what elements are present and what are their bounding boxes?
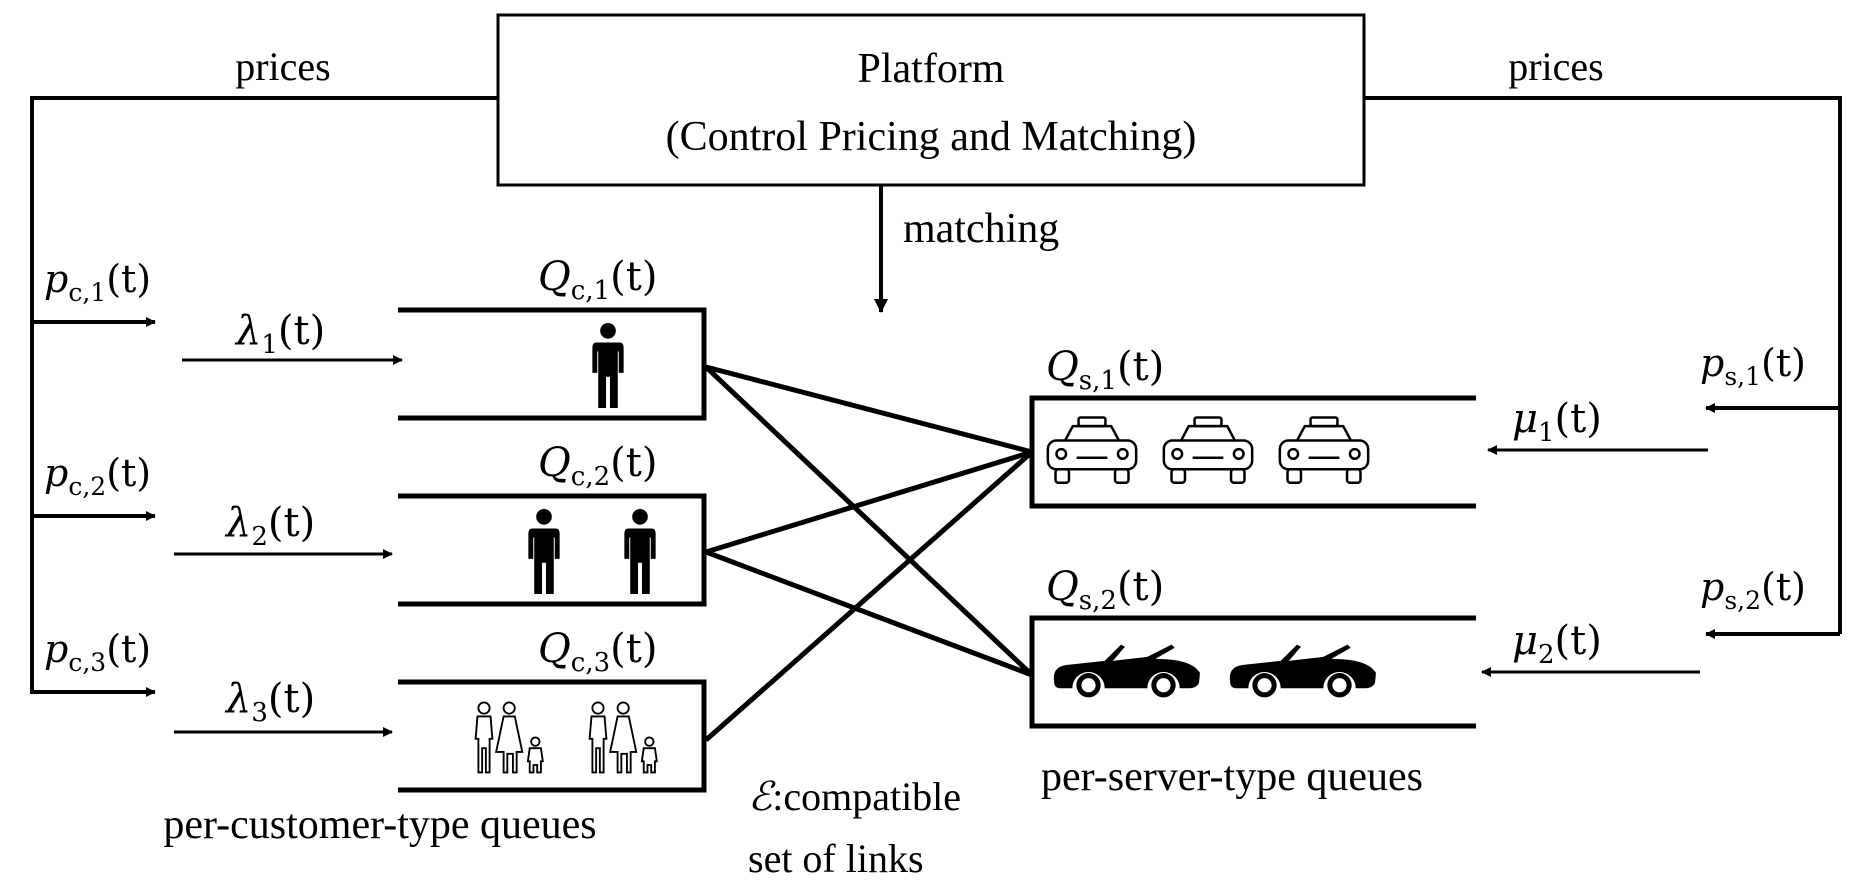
edges-caption-line2: set of links <box>748 836 924 881</box>
person-icon <box>624 508 656 595</box>
link-c2-s2 <box>705 549 1033 678</box>
link-c1-s1 <box>705 364 1033 455</box>
queue-label-c1: Qc,1(t) <box>538 254 657 306</box>
prices-label-left: prices <box>235 44 331 89</box>
arrival-label-s1: μ1(t) <box>1512 396 1602 448</box>
customer-queues-caption: per-customer-type queues <box>163 802 596 848</box>
platform-subtitle: (Control Pricing and Matching) <box>666 114 1197 160</box>
server-queues-caption: per-server-type queues <box>1041 754 1423 800</box>
edges-caption-line1: ℰ:compatible <box>748 774 961 820</box>
link-c1-s2 <box>704 365 1034 677</box>
arrival-label-c2: λ2(t) <box>224 500 315 552</box>
price-label-c1: pc,1(t) <box>44 257 151 307</box>
prices-label-right: prices <box>1508 44 1604 89</box>
queue-box-s2 <box>1029 615 1476 729</box>
platform-title: Platform <box>858 46 1005 92</box>
taxi-icon <box>1046 416 1138 485</box>
taxi-icon <box>1278 416 1370 485</box>
convertible-car-icon <box>1053 644 1200 698</box>
arrival-label-c3: λ3(t) <box>224 676 315 728</box>
family-icon <box>474 701 544 774</box>
price-label-s1: ps,1(t) <box>1700 341 1806 391</box>
price-label-s2: ps,2(t) <box>1700 565 1806 615</box>
price-label-c3: pc,3(t) <box>44 627 151 677</box>
person-icon <box>528 508 560 595</box>
platform-box <box>496 13 1366 187</box>
queue-label-s1: Qs,1(t) <box>1046 344 1164 396</box>
queue-box-s1 <box>1029 395 1476 509</box>
price-label-c2: pc,2(t) <box>44 451 151 501</box>
matching-label: matching <box>903 206 1059 252</box>
convertible-car-icon <box>1229 644 1376 698</box>
queue-label-c3: Qc,3(t) <box>538 626 657 678</box>
link-c2-s1 <box>705 449 1033 555</box>
link-c3-s1 <box>704 450 1034 742</box>
queue-label-s2: Qs,2(t) <box>1046 564 1164 616</box>
queue-box-c3 <box>398 679 707 793</box>
queue-label-c2: Qc,2(t) <box>538 440 657 492</box>
person-icon <box>592 322 624 409</box>
queue-box-c2 <box>398 493 707 607</box>
arrival-label-s2: μ2(t) <box>1512 618 1602 670</box>
taxi-icon <box>1162 416 1254 485</box>
queue-box-c1 <box>398 307 707 421</box>
price-line-left <box>30 96 498 694</box>
arrival-label-c1: λ1(t) <box>234 308 325 360</box>
price-line-right <box>1364 96 1842 634</box>
family-icon <box>588 701 658 774</box>
